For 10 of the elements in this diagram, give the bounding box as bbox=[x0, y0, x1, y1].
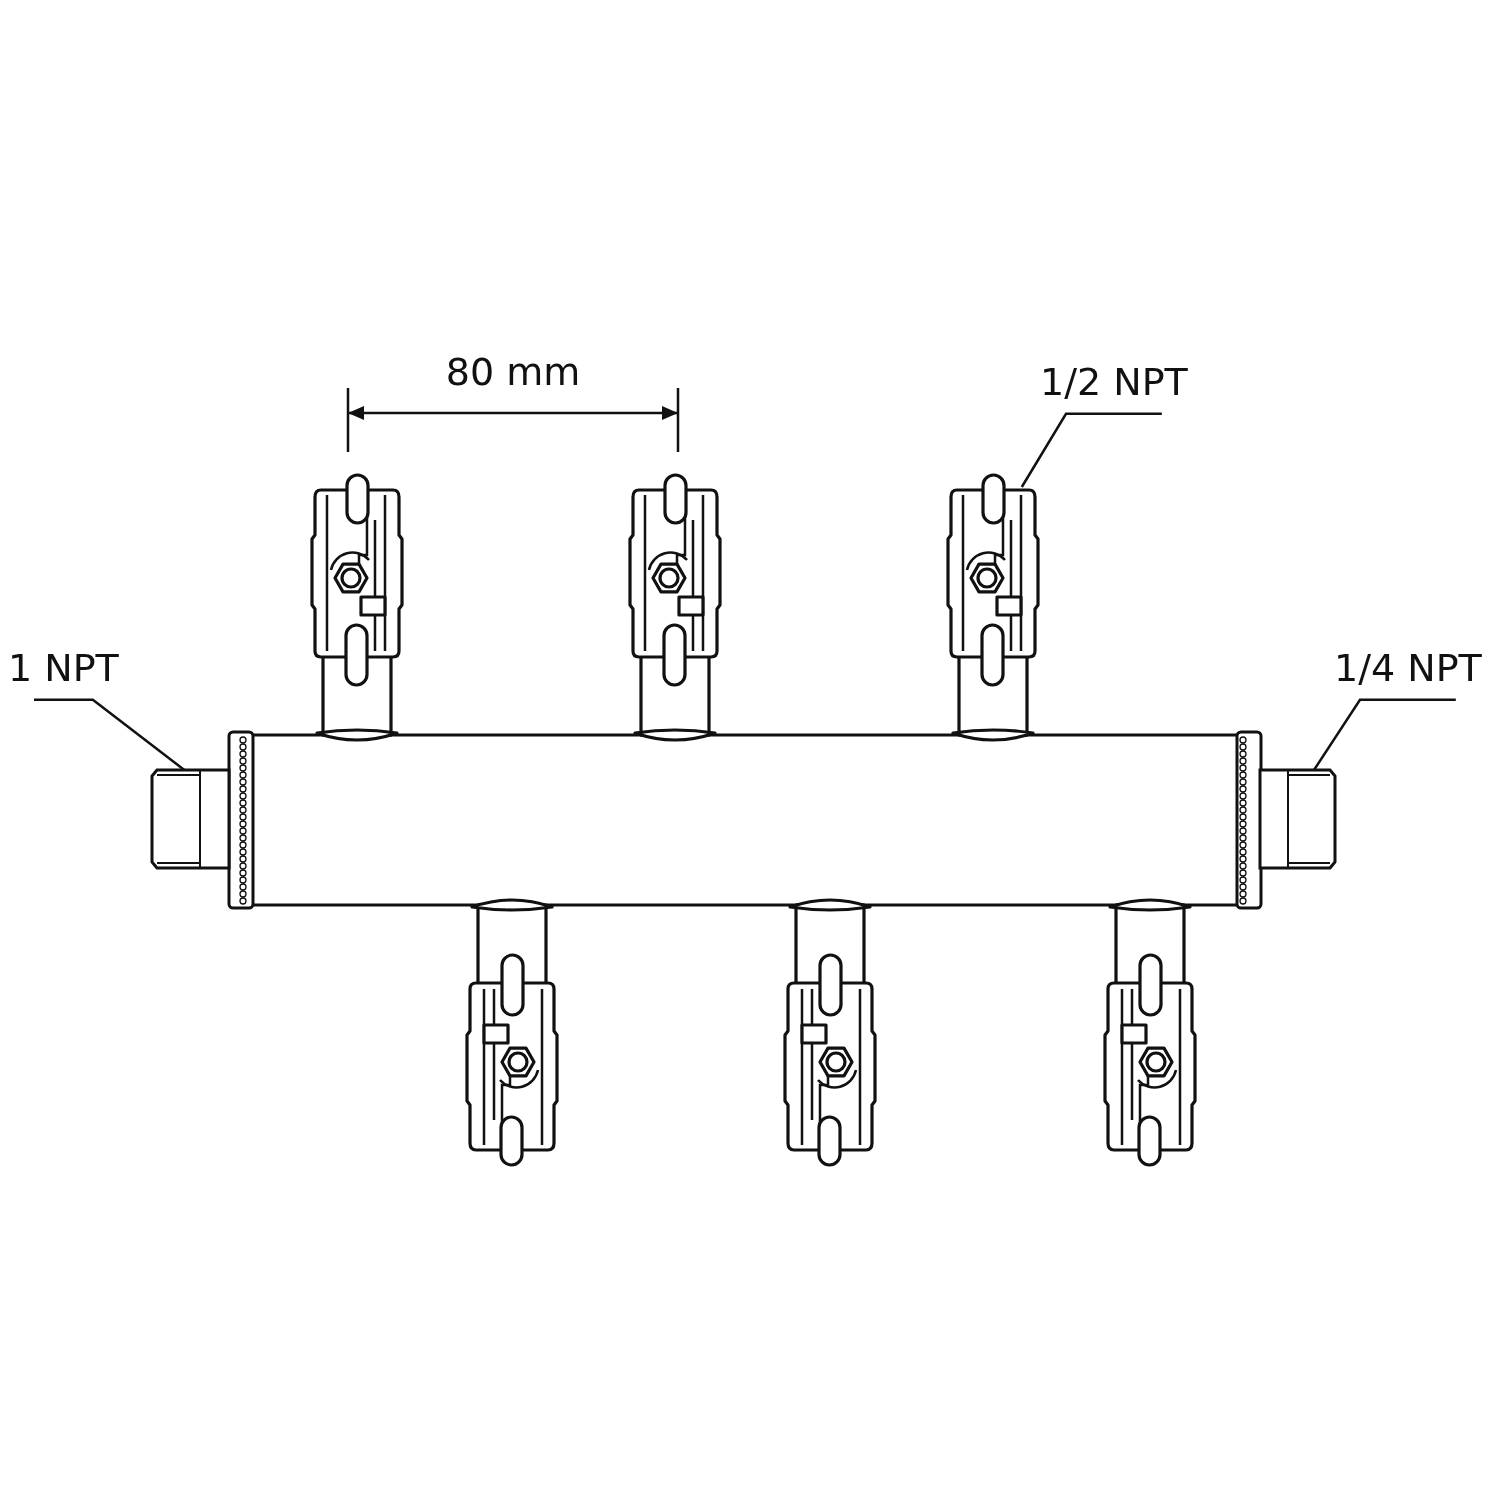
port-size-label: 1 NPT bbox=[8, 648, 119, 690]
port-size-label: 1/4 NPT bbox=[1334, 648, 1482, 690]
port-size-label: 1/2 NPT bbox=[1040, 362, 1188, 404]
threaded-fitting-drawing bbox=[150, 768, 231, 870]
leader-line bbox=[34, 698, 186, 771]
threaded-fitting-drawing bbox=[1258, 768, 1337, 870]
dimension-label: 80 mm bbox=[445, 352, 581, 394]
leader-line bbox=[1312, 698, 1456, 771]
valve-drawing bbox=[946, 473, 1040, 742]
leader-line bbox=[1020, 412, 1162, 488]
